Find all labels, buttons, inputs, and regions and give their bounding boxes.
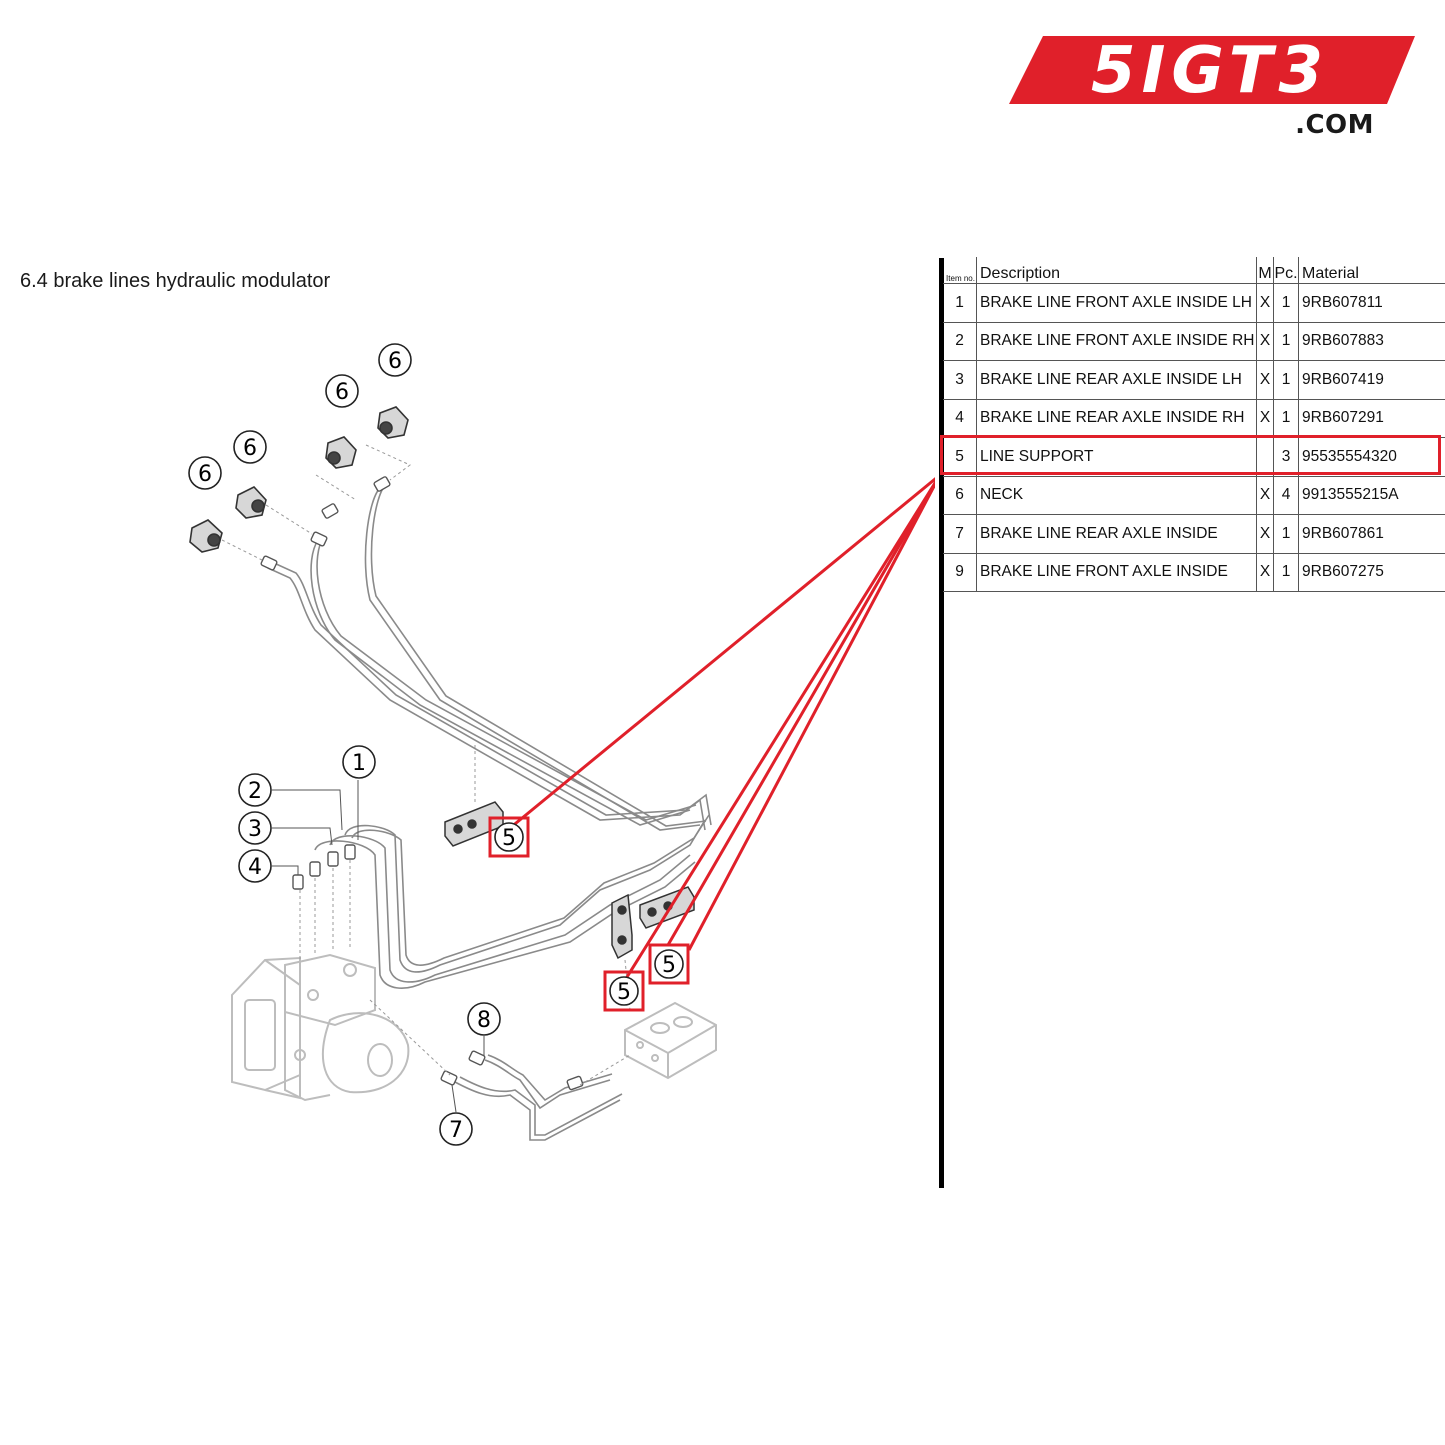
table-row[interactable]: 3 BRAKE LINE REAR AXLE INSIDE LH X 1 9RB… (943, 360, 1445, 400)
table-row[interactable]: 9 BRAKE LINE FRONT AXLE INSIDE X 1 9RB60… (943, 553, 1445, 592)
cell-pc: 1 (1273, 322, 1299, 361)
callout-7: 7 (439, 1112, 473, 1146)
line-support-parts (444, 801, 695, 960)
callout-5a: 5 (488, 816, 530, 858)
cell-description: BRAKE LINE FRONT AXLE INSIDE (976, 553, 1257, 592)
cell-item: 7 (943, 514, 977, 554)
site-logo[interactable]: 5IGT3 .COM (1005, 30, 1420, 140)
cell-m: X (1256, 283, 1274, 323)
cell-material: 9RB607883 (1298, 322, 1445, 361)
callout-6b: 6 (233, 430, 267, 464)
svg-text:3: 3 (248, 817, 262, 842)
cell-m (1256, 437, 1274, 477)
table-row-highlighted[interactable]: 5 LINE SUPPORT 3 95535554320 (943, 437, 1445, 477)
section-title: 6.4 brake lines hydraulic modulator (20, 270, 331, 292)
brake-lines-lower (314, 814, 710, 989)
svg-text:5IGT3: 5IGT3 (1091, 34, 1329, 108)
hydraulic-modulator (231, 953, 410, 1102)
cell-pc: 1 (1273, 360, 1299, 400)
cell-description: BRAKE LINE REAR AXLE INSIDE RH (976, 399, 1257, 438)
cell-material: 9RB607419 (1298, 360, 1445, 400)
svg-text:4: 4 (248, 855, 262, 880)
cell-pc: 1 (1273, 553, 1299, 592)
table-row[interactable]: 6 NECK X 4 9913555215A (943, 476, 1445, 515)
callout-8: 8 (467, 1002, 501, 1036)
svg-text:6: 6 (335, 380, 349, 405)
cell-description: NECK (976, 476, 1257, 515)
header-description: Description (976, 257, 1257, 284)
callout-6d: 6 (378, 343, 412, 377)
callout-4: 4 (238, 849, 272, 883)
parts-table: Item no. Description M Pc. Material 1 BR… (943, 257, 1445, 592)
cell-m: X (1256, 360, 1274, 400)
cell-item: 5 (943, 437, 977, 477)
cell-m: X (1256, 399, 1274, 438)
cell-pc: 3 (1273, 437, 1299, 477)
cell-m: X (1256, 514, 1274, 554)
svg-text:5: 5 (617, 980, 631, 1005)
svg-text:5: 5 (502, 826, 516, 851)
header-pc: Pc. (1273, 257, 1299, 284)
cell-item: 1 (943, 283, 977, 323)
cell-item: 2 (943, 322, 977, 361)
cell-description: BRAKE LINE FRONT AXLE INSIDE RH (976, 322, 1257, 361)
brake-lines-7-8 (454, 1054, 623, 1141)
callout-leaders (272, 780, 485, 1113)
svg-text:5: 5 (662, 953, 676, 978)
callout-3: 3 (238, 811, 272, 845)
callout-5b: 5 (603, 970, 645, 1012)
cell-description: LINE SUPPORT (976, 437, 1257, 477)
table-header-row: Item no. Description M Pc. Material (943, 257, 1445, 284)
svg-text:1: 1 (352, 751, 366, 776)
svg-text:8: 8 (477, 1008, 491, 1033)
callout-6a: 6 (188, 456, 222, 490)
valve-block (624, 1001, 717, 1080)
callout-5c: 5 (648, 943, 690, 985)
cell-item: 6 (943, 476, 977, 515)
cell-pc: 1 (1273, 399, 1299, 438)
header-material: Material (1298, 257, 1445, 284)
cell-item: 4 (943, 399, 977, 438)
callout-6c: 6 (325, 374, 359, 408)
cell-description: BRAKE LINE REAR AXLE INSIDE LH (976, 360, 1257, 400)
header-item-no: Item no. (943, 257, 977, 284)
cell-material: 9RB607811 (1298, 283, 1445, 323)
cell-material: 9913555215A (1298, 476, 1445, 515)
assembly-guides (221, 444, 631, 1086)
cell-pc: 1 (1273, 283, 1299, 323)
svg-text:2: 2 (248, 779, 262, 804)
logo-mark: 5IGT3 (1009, 34, 1415, 108)
svg-text:6: 6 (198, 462, 212, 487)
cell-item: 3 (943, 360, 977, 400)
header-m: M (1256, 257, 1274, 284)
svg-text:6: 6 (388, 349, 402, 374)
highlight-box (940, 435, 1441, 475)
svg-text:6: 6 (243, 436, 257, 461)
neck-parts (189, 406, 409, 553)
exploded-diagram: 6 6 6 6 1 2 3 4 5 5 5 (188, 343, 935, 1146)
cell-m: X (1256, 553, 1274, 592)
cell-description: BRAKE LINE REAR AXLE INSIDE (976, 514, 1257, 554)
cell-item: 9 (943, 553, 977, 592)
logo-domain: .COM (1295, 110, 1374, 140)
table-row[interactable]: 2 BRAKE LINE FRONT AXLE INSIDE RH X 1 9R… (943, 322, 1445, 361)
callout-2: 2 (238, 773, 272, 807)
cell-pc: 4 (1273, 476, 1299, 515)
table-row[interactable]: 4 BRAKE LINE REAR AXLE INSIDE RH X 1 9RB… (943, 399, 1445, 438)
cell-m: X (1256, 476, 1274, 515)
cell-material: 9RB607275 (1298, 553, 1445, 592)
cell-pc: 1 (1273, 514, 1299, 554)
table-row[interactable]: 7 BRAKE LINE REAR AXLE INSIDE X 1 9RB607… (943, 514, 1445, 554)
cell-material: 9RB607861 (1298, 514, 1445, 554)
table-divider (939, 258, 944, 1188)
cell-m: X (1256, 322, 1274, 361)
table-row[interactable]: 1 BRAKE LINE FRONT AXLE INSIDE LH X 1 9R… (943, 283, 1445, 323)
highlight-pointers (509, 477, 935, 986)
callout-1: 1 (342, 745, 376, 779)
cell-material: 95535554320 (1298, 437, 1445, 477)
cell-description: BRAKE LINE FRONT AXLE INSIDE LH (976, 283, 1257, 323)
svg-text:7: 7 (449, 1118, 463, 1143)
cell-material: 9RB607291 (1298, 399, 1445, 438)
brake-lines-upper (267, 483, 712, 831)
